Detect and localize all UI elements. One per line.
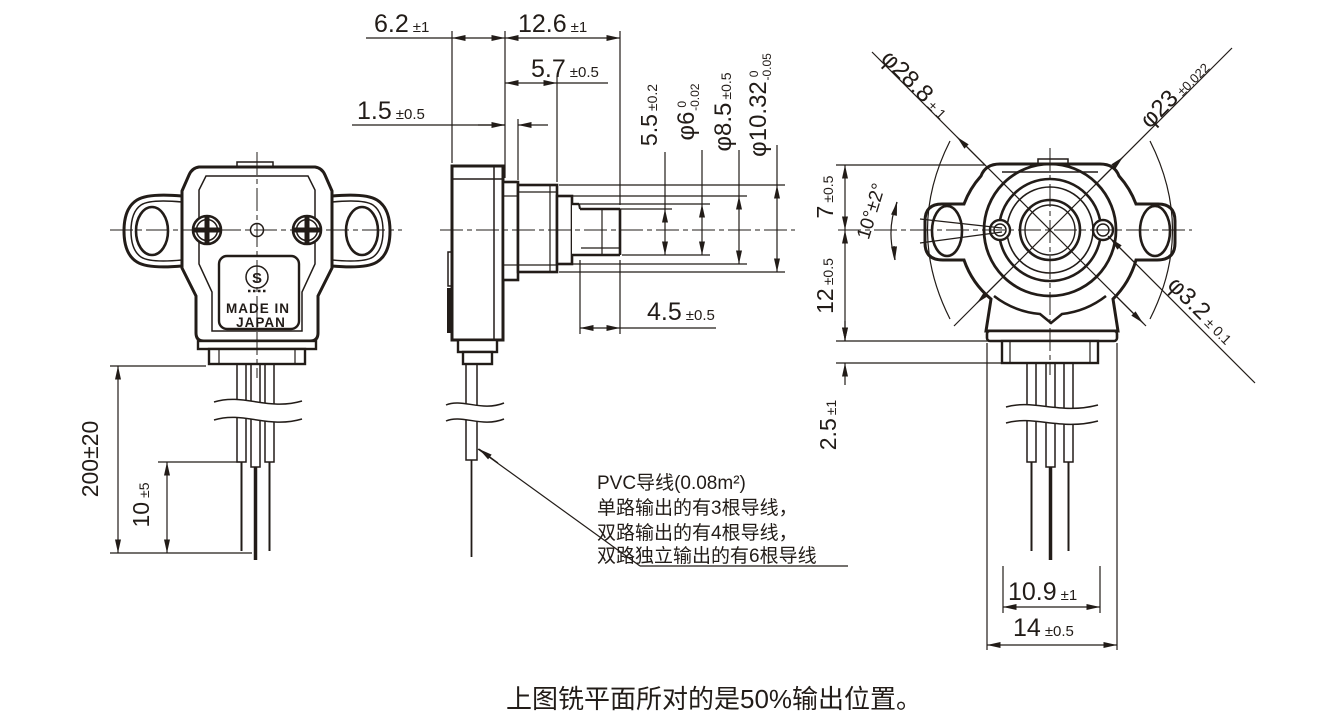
dim-rotation-angle: 10°±2° [853,181,890,242]
dim-flat-length: 4.5±0.5 [647,298,715,326]
side-neck [461,350,494,366]
dim-shaft-dia: φ60-0.02 [673,83,702,140]
wire-break-wave [213,398,303,405]
diagonal-dimension-line [871,51,1147,327]
wire-break-wave [213,416,303,423]
dim-center-to-base: 12±0.5 [812,258,838,314]
dim-bushing-length: 5.7±0.5 [531,55,599,83]
note-line-1: PVC导线(0.08m²) [597,472,746,494]
note-line-2: 单路输出的有3根导线， [597,497,798,519]
note-line-3: 双路输出的有4根导线， [597,522,798,544]
front-view: S MADE IN JAPAN [110,152,402,560]
japan-label: JAPAN [236,315,286,330]
side-label-plate-edge [447,288,452,333]
rear-boss-bottom-notch [993,294,1107,325]
side-lead-wire [445,363,505,557]
dim-total-length: 12.6±1 [518,10,587,38]
dim-mount-hole-dia: φ3.2± 0.1 [1162,271,1241,350]
rotation-fan-line [919,218,1003,229]
dim-body-depth: 6.2±1 [374,10,429,38]
front-lead-wires [213,363,303,560]
dim-base-lip: 2.5±1 [815,400,841,451]
rear-view [838,47,1256,560]
dim-boss-dia: φ23±0.022 [1135,54,1215,134]
rear-lead-wires [1005,362,1099,560]
dim-flange-thickness: 1.5±0.5 [357,97,425,125]
front-right-ear-hole [344,205,380,257]
front-label-plate: S MADE IN JAPAN [217,254,301,331]
dim-flat-width: 5.5±0.2 [636,84,662,146]
side-base-strip [456,338,499,354]
note-line-4: 双路独立输出的有6根导线 [597,545,817,567]
side-view [440,164,795,557]
dim-mount-ear-dia: φ28.8± 1 [875,45,955,125]
side-bushing [516,183,559,274]
drawing-caption: 上图铣平面所对的是50%输出位置。 [506,684,922,714]
dim-shaft-base-dia: φ8.5±0.5 [710,72,737,151]
dim-bushing-dia: φ10.320-0.05 [745,53,774,157]
dim-top-to-center: 7±0.5 [812,175,838,218]
rear-left-ear-hole [930,204,964,258]
dim-lead-pitch: 10.9±1 [1008,578,1077,606]
wire-break-mask [214,399,302,423]
dim-strip-length: 10±5 [128,482,154,527]
side-body [450,164,505,342]
rear-base [985,329,1119,343]
made-in-label: MADE IN [226,301,290,316]
dim-lead-length: 200±20 [77,421,103,498]
rotation-fan-line [919,231,1003,244]
wire-note: PVC导线(0.08m²) 单路输出的有3根导线， 双路输出的有4根导线， 双路… [477,448,848,567]
dim-base-width: 14±0.5 [1013,614,1074,642]
front-left-ear-hole [134,205,170,257]
rear-right-ear-hole [1138,204,1172,258]
